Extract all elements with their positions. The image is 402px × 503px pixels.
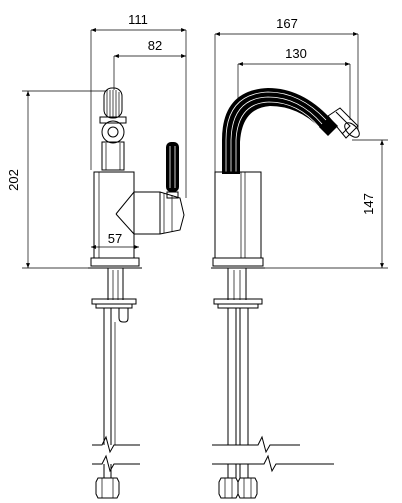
side-view: 111 82 202 57 [6, 12, 187, 499]
dimension-label-82: 82 [148, 38, 162, 53]
side-spout [99, 87, 127, 171]
dimension-label-147: 147 [361, 193, 376, 215]
front-body [211, 171, 265, 269]
front-spout [222, 88, 360, 174]
dimension-82: 82 [113, 38, 186, 90]
dimension-57: 57 [91, 231, 139, 249]
dimension-label-202: 202 [6, 169, 21, 191]
front-view: 167 130 147 [211, 16, 388, 499]
dimension-label-111: 111 [128, 12, 148, 27]
side-body [88, 171, 185, 269]
dimension-202: 202 [6, 90, 108, 269]
dimension-label-130: 130 [285, 46, 307, 61]
side-handle [166, 142, 179, 199]
dimension-111: 111 [90, 12, 187, 198]
side-underside [91, 268, 140, 499]
dimension-label-167: 167 [276, 16, 298, 31]
dimension-label-57: 57 [108, 231, 122, 246]
dimension-147: 147 [262, 139, 388, 269]
front-underside [212, 268, 334, 499]
dimension-167: 167 [214, 16, 359, 172]
